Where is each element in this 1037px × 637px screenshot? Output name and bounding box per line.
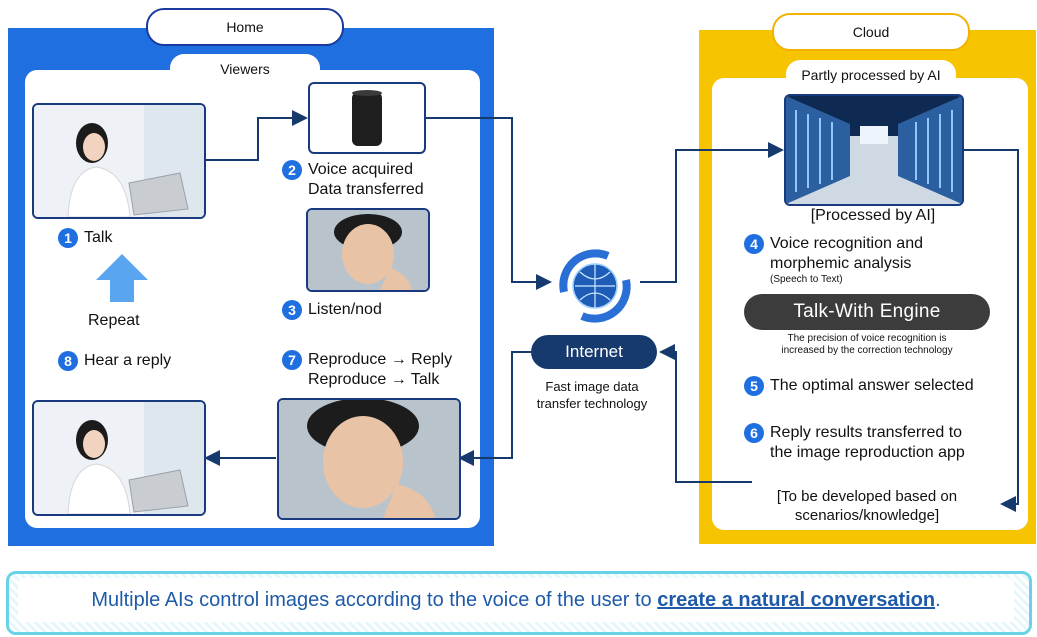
summary-prefix: Multiple AIs control images according to…	[91, 589, 658, 611]
home-title: Home	[146, 8, 344, 46]
internet-label: Internet	[531, 335, 657, 369]
viewer-photo-bottom	[32, 400, 206, 516]
step-4-note: (Speech to Text)	[770, 274, 843, 286]
develop-note-line2: scenarios/knowledge]	[794, 507, 940, 524]
arrow-user-to-speaker	[204, 110, 308, 161]
step-2-badge: 2	[282, 160, 302, 180]
server-room-icon	[786, 96, 962, 204]
step-4-line2: morphemic analysis	[770, 255, 912, 273]
smart-speaker-icon	[352, 90, 382, 146]
step-7-line1: Reproduce → Reply	[308, 351, 453, 369]
arrow-speaker-to-internet	[424, 117, 552, 290]
step-1-badge: 1	[58, 228, 78, 248]
step-4-badge: 4	[744, 234, 764, 254]
step-3: 3 Listen/nod	[282, 300, 382, 320]
repeat-label: Repeat	[88, 312, 140, 329]
step-6-badge: 6	[744, 423, 764, 443]
engine-note-line1: The precision of voice recognition is	[787, 333, 947, 344]
step-8-text: Hear a reply	[84, 352, 172, 370]
step-2: 2 Voice acquired Data transferred	[282, 160, 424, 200]
server-room-photo	[784, 94, 964, 206]
step-2-line2: Data transferred	[308, 181, 424, 199]
step-5-badge: 5	[744, 376, 764, 396]
smart-speaker-box	[308, 82, 426, 154]
avatar-small-photo	[306, 208, 430, 292]
woman-laptop-image	[34, 105, 204, 217]
step-8: 8 Hear a reply	[58, 351, 171, 371]
internet-note-line1: Fast image data	[545, 379, 639, 394]
cloud-title: Cloud	[772, 13, 970, 51]
step-1: 1 Talk	[58, 228, 112, 248]
step-6-line2: the image reproduction app	[770, 444, 965, 462]
step-2-line1: Voice acquired	[308, 161, 413, 179]
arrow-server-down	[962, 149, 1019, 512]
develop-note-line1: [To be developed based on	[776, 488, 958, 505]
avatar-man-image	[308, 210, 428, 290]
arrow-internet-to-cloud	[640, 142, 784, 283]
step-5: 5 The optimal answer selected	[744, 376, 974, 396]
step-4-line1: Voice recognition and	[770, 235, 923, 253]
viewer-photo-top	[32, 103, 206, 219]
step-7: 7 Reproduce → Reply Reproduce → Talk	[282, 350, 452, 390]
internet-note: Fast image data transfer technology	[522, 378, 662, 412]
talk-with-engine: Talk-With Engine	[744, 294, 990, 330]
step-6: 6 Reply results transferred to the image …	[744, 423, 965, 463]
avatar-man-image-large	[279, 400, 459, 518]
avatar-large-photo	[277, 398, 461, 520]
partly-processed-title: Partly processed by AI	[786, 60, 956, 90]
arrow-reply-to-internet	[659, 344, 752, 483]
step-3-badge: 3	[282, 300, 302, 320]
step-3-text: Listen/nod	[308, 301, 382, 319]
summary-suffix: .	[935, 589, 941, 611]
develop-note: [To be developed based on scenarios/know…	[742, 487, 992, 525]
woman-laptop-image-2	[34, 402, 204, 514]
engine-note-line2: increased by the correction technology	[781, 345, 953, 356]
step-5-text: The optimal answer selected	[770, 377, 974, 395]
internet-note-line2: transfer technology	[536, 396, 648, 411]
summary-text: Multiple AIs control images according to…	[18, 578, 1014, 622]
engine-note: The precision of voice recognition is in…	[742, 333, 992, 357]
arrow-internet-to-reproduce	[458, 351, 531, 466]
step-7-line2: Reproduce → Talk	[308, 371, 440, 389]
step-8-badge: 8	[58, 351, 78, 371]
viewers-title: Viewers	[170, 54, 320, 84]
globe-icon	[559, 249, 631, 323]
up-arrow-icon	[96, 254, 148, 302]
step-1-text: Talk	[84, 229, 113, 247]
summary-emphasis: create a natural conversation	[657, 589, 936, 611]
processed-by-ai-label: [Processed by AI]	[810, 207, 936, 224]
step-7-badge: 7	[282, 350, 302, 370]
step-6-line1: Reply results transferred to	[770, 424, 963, 442]
step-4: 4 Voice recognition and morphemic analysi…	[744, 234, 923, 286]
